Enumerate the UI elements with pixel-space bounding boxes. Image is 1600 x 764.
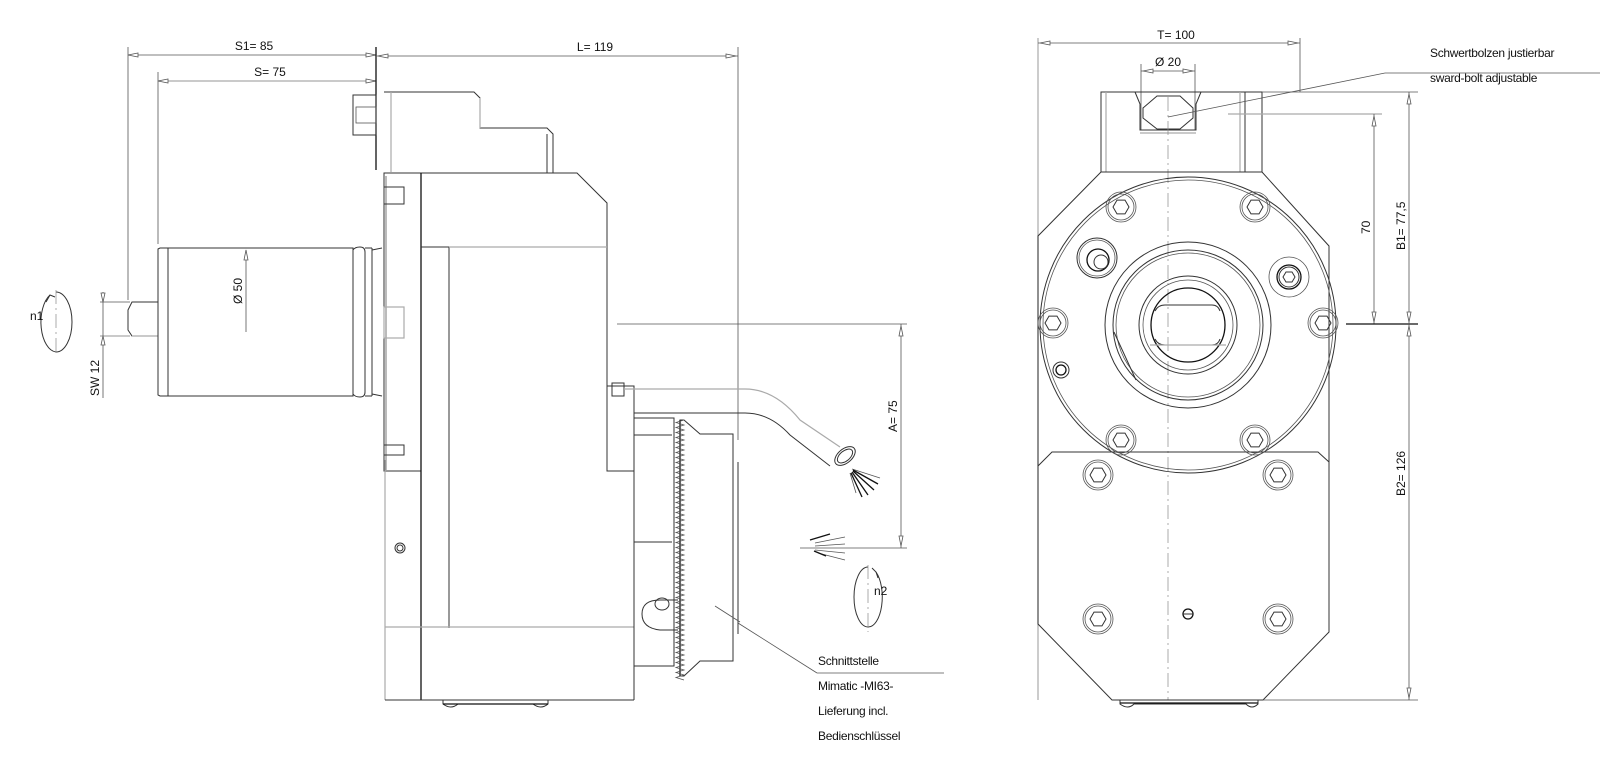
dimension-70: 70	[1228, 113, 1382, 324]
dimension-s: S= 75	[157, 65, 377, 244]
dimension-s-label: S= 75	[254, 65, 286, 79]
rotation-n1-label: n1	[30, 309, 44, 323]
dimension-b1: B1= 77,5	[1262, 91, 1418, 325]
front-view: T= 100 Ø 20 Schwertbolzen justier	[1037, 28, 1600, 708]
dimension-b2: B2= 126	[1263, 324, 1418, 701]
coolant-port-icon	[1076, 237, 1118, 279]
front-flange	[1039, 176, 1337, 474]
coolant-spray-icon	[849, 468, 881, 498]
dimension-diameter-50: Ø 50	[231, 249, 249, 332]
dimension-diameter-50-label: Ø 50	[231, 278, 245, 304]
interface-note-line2: Mimatic -MI63-	[818, 679, 893, 693]
gear-teeth	[674, 419, 686, 681]
hex-bolt-icon	[1082, 459, 1114, 491]
rotation-n2-icon: n2	[853, 565, 888, 632]
input-shaft	[127, 301, 158, 337]
hex-bolt-icon	[1262, 459, 1294, 491]
flange-plate	[383, 172, 422, 472]
hex-bolt-icon	[1307, 307, 1339, 339]
hex-bolt-icon	[1262, 603, 1294, 635]
bolt-note-line2: sward-bolt adjustable	[1430, 71, 1538, 85]
grease-nipple-icon	[1182, 608, 1194, 620]
dimension-sw-label: SW 12	[88, 360, 102, 396]
dimension-s1: S1= 85	[127, 39, 377, 300]
interface-note-line4: Bedienschlüssel	[818, 729, 900, 743]
hex-bolt-icon	[1037, 307, 1069, 339]
hex-bolt-icon	[1082, 603, 1114, 635]
hex-bolt-icon	[1105, 424, 1137, 456]
front-housing	[1037, 171, 1330, 708]
coolant-pipe	[606, 382, 881, 561]
hex-bolt-icon	[1239, 424, 1271, 456]
front-bolts	[1037, 191, 1339, 635]
dimension-t-label: T= 100	[1157, 28, 1195, 42]
pin-icon	[1052, 361, 1070, 379]
bolt-note: Schwertbolzen justierbar sward-bolt adju…	[1167, 46, 1600, 118]
dimension-b1-label: B1= 77,5	[1394, 201, 1408, 250]
output-spindle	[633, 417, 741, 681]
rotation-n2-label: n2	[874, 584, 888, 598]
dimension-l-label: L= 119	[577, 40, 613, 54]
main-housing	[384, 172, 635, 708]
dimension-diameter-20: Ø 20	[1140, 55, 1196, 130]
dimension-b2-label: B2= 126	[1394, 451, 1408, 496]
coolant-spray-return-icon	[809, 533, 846, 561]
bolt-note-line1: Schwertbolzen justierbar	[1430, 46, 1555, 60]
interface-note: Schnittstelle Mimatic -MI63- Lieferung i…	[737, 622, 944, 743]
dimension-a: A= 75	[617, 323, 907, 549]
interface-note-line1: Schnittstelle	[818, 654, 879, 668]
side-view: S1= 85 S= 75 L= 119	[30, 39, 944, 743]
gear-tooth-profile	[674, 419, 686, 681]
sword-bolt	[1100, 91, 1263, 700]
adjustment-screw-icon	[1268, 256, 1310, 298]
rotation-n1-icon: n1	[30, 290, 73, 356]
dimension-sw: SW 12	[88, 292, 130, 398]
shank-cylinder	[157, 246, 383, 398]
interface-note-line3: Lieferung incl.	[818, 704, 888, 718]
dimension-70-label: 70	[1359, 220, 1373, 234]
dimension-diameter-20-label: Ø 20	[1155, 55, 1181, 69]
dimension-a-label: A= 75	[886, 400, 900, 432]
dimension-l: L= 119	[375, 40, 739, 440]
mounting-block	[352, 91, 554, 173]
dimension-s1-label: S1= 85	[235, 39, 274, 53]
